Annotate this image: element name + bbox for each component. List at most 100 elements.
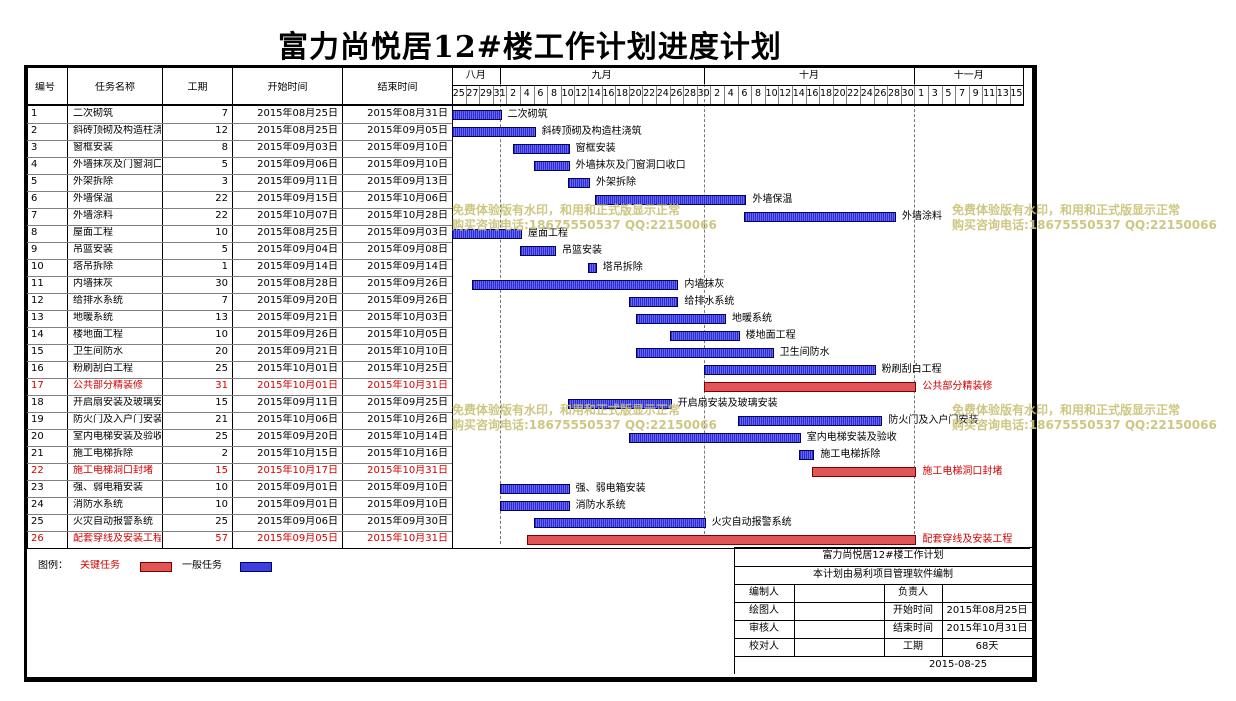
gantt-bar-label: 开启扇安装及玻璃安装 — [677, 398, 778, 409]
task-duration: 8 — [221, 142, 228, 153]
row-divider — [27, 395, 452, 396]
day-divider — [615, 86, 617, 104]
task-duration: 25 — [215, 363, 228, 374]
plan-date: 2015-08-25 — [928, 659, 988, 670]
day-divider — [819, 86, 821, 104]
timeline-day-label: 4 — [523, 88, 530, 99]
task-id: 12 — [31, 295, 44, 306]
legend-critical-label: 关键任务 — [80, 560, 120, 571]
owner-label: 负责人 — [898, 587, 928, 598]
duration-label: 工期 — [903, 641, 923, 652]
task-duration: 7 — [221, 295, 228, 306]
editor-label: 编制人 — [749, 587, 779, 598]
month-divider — [914, 68, 916, 87]
task-id: 2 — [31, 125, 38, 136]
task-start: 2015年10月01日 — [257, 380, 338, 391]
gantt-bar — [628, 297, 679, 307]
gantt-bar — [526, 535, 917, 545]
day-divider — [601, 86, 603, 104]
timeline-day-label: 9 — [972, 88, 979, 99]
header-bottom-line — [27, 104, 1024, 106]
day-divider — [656, 86, 657, 104]
timeline-day-label: 20 — [833, 88, 846, 99]
day-divider — [710, 86, 712, 104]
day-divider — [955, 86, 957, 104]
timeline-day-label: 27 — [466, 88, 479, 99]
column-line — [342, 68, 343, 548]
title-block-subtitle: 本计划由易利项目管理软件编制 — [813, 569, 953, 580]
task-id: 16 — [31, 363, 44, 374]
header-duration: 工期 — [187, 82, 208, 93]
row-divider — [27, 140, 452, 141]
timeline-day-label: 12 — [779, 88, 792, 99]
task-end: 2015年10月28日 — [367, 210, 448, 221]
task-name: 施工电梯拆除 — [73, 448, 133, 459]
gantt-bar-label: 卫生间防水 — [779, 347, 830, 358]
gantt-bar — [737, 416, 883, 426]
month-guide-line — [499, 84, 501, 544]
task-start: 2015年09月05日 — [257, 533, 338, 544]
timeline-day-label: 4 — [727, 88, 734, 99]
task-duration: 22 — [215, 210, 228, 221]
task-id: 20 — [31, 431, 44, 442]
day-divider — [724, 86, 725, 104]
header-id: 编号 — [35, 82, 55, 93]
task-start: 2015年09月11日 — [257, 176, 338, 187]
gantt-bar — [452, 127, 536, 137]
timeline-day-label: 12 — [575, 88, 588, 99]
task-id: 18 — [31, 397, 44, 408]
header-start: 开始时间 — [267, 82, 308, 93]
timeline-day-label: 16 — [602, 88, 615, 99]
day-divider — [574, 86, 576, 104]
task-duration: 15 — [215, 465, 228, 476]
task-id: 13 — [31, 312, 44, 323]
row-divider — [27, 497, 452, 498]
day-divider — [982, 86, 984, 104]
task-id: 24 — [31, 499, 44, 510]
timeline-day-label: 1 — [918, 88, 925, 99]
task-duration: 15 — [215, 397, 228, 408]
timeline-day-label: 20 — [629, 88, 642, 99]
task-start: 2015年09月26日 — [257, 329, 338, 340]
task-end: 2015年10月10日 — [367, 346, 448, 357]
timeline-day-label: 16 — [806, 88, 819, 99]
task-name: 火灾自动报警系统 — [73, 516, 153, 527]
task-duration: 1 — [221, 261, 228, 272]
day-divider — [846, 86, 848, 104]
row-divider — [27, 344, 452, 345]
timeline-day-label: 8 — [754, 88, 761, 99]
reviewer-label: 审核人 — [749, 623, 779, 634]
task-name: 粉刷刮白工程 — [73, 363, 133, 374]
task-end: 2015年09月10日 — [367, 159, 448, 170]
gantt-bar — [703, 382, 917, 392]
end-value: 2015年10月31日 — [946, 623, 1028, 634]
gantt-bar — [520, 246, 556, 256]
task-id: 8 — [31, 227, 38, 238]
task-name: 室内电梯安装及验收 — [73, 431, 161, 442]
gantt-bar-label: 给排水系统 — [684, 296, 735, 307]
day-divider — [764, 86, 766, 104]
checker-label: 校对人 — [749, 641, 779, 652]
task-id: 15 — [31, 346, 44, 357]
task-end: 2015年09月08日 — [367, 244, 448, 255]
timeline-day-label: 2 — [714, 88, 721, 99]
month-guide-line — [914, 84, 916, 544]
task-end: 2015年09月13日 — [367, 176, 448, 187]
task-duration: 57 — [215, 533, 228, 544]
task-id: 6 — [31, 193, 38, 204]
timeline-day-label: 6 — [537, 88, 544, 99]
task-start: 2015年10月06日 — [257, 414, 338, 425]
row-divider — [27, 480, 452, 481]
gantt-bar — [567, 399, 672, 409]
task-name: 外墙保温 — [73, 193, 113, 204]
gantt-bar-label: 斜砖顶砌及构造柱浇筑 — [541, 126, 642, 137]
task-start: 2015年08月28日 — [257, 278, 338, 289]
timeline-day-label: 15 — [1010, 88, 1023, 99]
task-start: 2015年08月25日 — [257, 125, 338, 136]
row-divider — [27, 446, 452, 447]
timeline-day-label: 28 — [683, 88, 697, 99]
drawer-label: 绘图人 — [749, 605, 779, 616]
task-start: 2015年09月04日 — [257, 244, 338, 255]
timeline-month-label: 九月 — [591, 70, 612, 81]
gantt-bar — [533, 161, 570, 171]
